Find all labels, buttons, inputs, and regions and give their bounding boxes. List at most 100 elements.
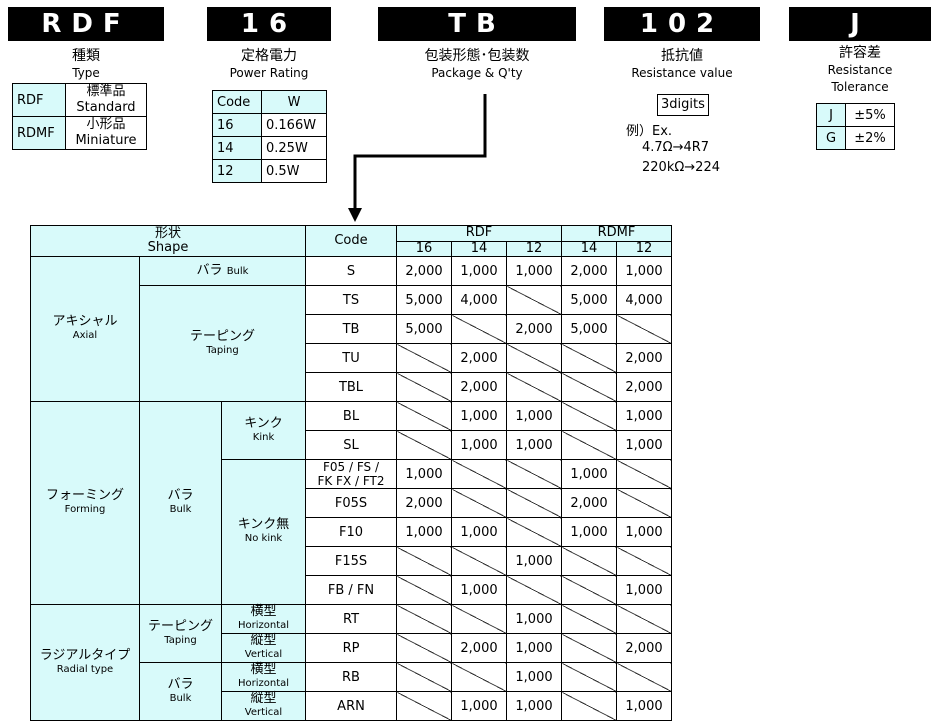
package-code: BL bbox=[305, 401, 397, 431]
subcol-header: 12 bbox=[506, 240, 562, 257]
tolerance-value: ±5% bbox=[845, 103, 895, 127]
quantity-cell: 2,000 bbox=[451, 372, 507, 402]
package-label: 包装形態･包装数 Package & Q'ty bbox=[378, 48, 576, 82]
quantity-cell: 2,000 bbox=[451, 343, 507, 373]
package-code: ARN bbox=[305, 691, 397, 721]
example-2: 220kΩ→224 bbox=[642, 160, 720, 175]
package-code: SL bbox=[305, 430, 397, 460]
code-rdf: RDF bbox=[8, 7, 164, 41]
package-code: S bbox=[305, 256, 397, 286]
group-label-jp: ラジアルタイプ bbox=[39, 647, 131, 663]
rdf-header: RDF bbox=[396, 225, 562, 242]
quantity-cell: 1,000 bbox=[561, 517, 617, 547]
quantity-cell bbox=[396, 372, 452, 402]
package-code: RP bbox=[305, 633, 397, 663]
power-value: 0.166W bbox=[261, 113, 327, 137]
group-label-en: Vertical bbox=[244, 707, 283, 718]
quantity-cell bbox=[561, 546, 617, 576]
package-code: TB bbox=[305, 314, 397, 344]
digits-box: 3digits bbox=[657, 94, 709, 116]
quantity-cell: 1,000 bbox=[506, 662, 562, 692]
code-header: Code bbox=[305, 225, 397, 257]
quantity-cell bbox=[451, 488, 507, 518]
quantity-cell bbox=[561, 575, 617, 605]
quantity-cell: 2,000 bbox=[616, 633, 672, 663]
quantity-cell: 1,000 bbox=[451, 517, 507, 547]
power-value: 0.5W bbox=[261, 159, 327, 183]
group-label-en: Bulk bbox=[226, 265, 249, 277]
group-label-jp: キンク無 bbox=[237, 517, 290, 532]
quantity-cell: 1,000 bbox=[616, 517, 672, 547]
tolerance-code: G bbox=[816, 126, 846, 150]
quantity-cell bbox=[396, 546, 452, 576]
quantity-cell: 2,000 bbox=[561, 488, 617, 518]
group-label-jp: 縦型 bbox=[250, 633, 277, 648]
type-label-jp: 種類 bbox=[72, 48, 100, 64]
quantity-cell bbox=[561, 604, 617, 634]
group-label-jp: 縦型 bbox=[250, 691, 277, 706]
group-label-en: Vertical bbox=[244, 649, 283, 660]
code-tb: TB bbox=[378, 7, 576, 41]
power-value: 0.25W bbox=[261, 136, 327, 160]
example-1: 4.7Ω→4R7 bbox=[642, 140, 710, 155]
group-label-en: Taping bbox=[164, 634, 197, 646]
quantity-cell bbox=[396, 401, 452, 431]
quantity-cell: 1,000 bbox=[506, 256, 562, 286]
package-code: F15S bbox=[305, 546, 397, 576]
power-code: 14 bbox=[212, 136, 262, 160]
table-row: F15S 1,000 bbox=[31, 546, 672, 576]
group-label-en: Axial bbox=[72, 330, 98, 341]
type-code: RDF bbox=[12, 83, 66, 117]
quantity-cell: 2,000 bbox=[506, 314, 562, 344]
rdmf-header: RDMF bbox=[561, 225, 672, 242]
group-label-jp: テーピング bbox=[147, 618, 213, 634]
example-label: 例）Ex. bbox=[626, 124, 673, 139]
quantity-cell: 5,000 bbox=[561, 285, 617, 315]
quantity-cell bbox=[396, 633, 452, 663]
group-bulk-axial: バラ Bulk bbox=[139, 256, 306, 286]
package-label-jp: 包装形態･包装数 bbox=[424, 48, 530, 64]
resistance-label: 抵抗値 Resistance value bbox=[604, 48, 760, 82]
quantity-cell bbox=[451, 314, 507, 344]
quantity-cell: 1,000 bbox=[451, 401, 507, 431]
quantity-cell: 1,000 bbox=[561, 459, 617, 489]
quantity-cell bbox=[561, 633, 617, 663]
group-label-jp: キンク bbox=[244, 415, 283, 431]
power-label-jp: 定格電力 bbox=[241, 48, 297, 64]
quantity-cell: 1,000 bbox=[506, 546, 562, 576]
quantity-cell bbox=[616, 459, 672, 489]
quantity-cell: 2,000 bbox=[616, 343, 672, 373]
quantity-cell bbox=[561, 691, 617, 721]
quantity-cell: 1,000 bbox=[506, 604, 562, 634]
group-label-en: No kink bbox=[244, 533, 283, 544]
quantity-cell: 2,000 bbox=[396, 256, 452, 286]
quantity-cell bbox=[396, 662, 452, 692]
group-label-en: Bulk bbox=[169, 504, 192, 515]
quantity-cell: 2,000 bbox=[451, 633, 507, 663]
type-desc: 標準品 Standard bbox=[65, 83, 147, 117]
quantity-cell: 1,000 bbox=[616, 256, 672, 286]
quantity-cell bbox=[506, 285, 562, 315]
subcol-header: 14 bbox=[451, 240, 507, 257]
group-label-en: Taping bbox=[206, 344, 239, 356]
group-label-en: Horizontal bbox=[237, 620, 290, 631]
quantity-cell: 1,000 bbox=[451, 256, 507, 286]
power-label: 定格電力 Power Rating bbox=[194, 48, 344, 82]
quantity-cell: 2,000 bbox=[616, 372, 672, 402]
package-code: F05S bbox=[305, 488, 397, 518]
quantity-cell bbox=[616, 662, 672, 692]
